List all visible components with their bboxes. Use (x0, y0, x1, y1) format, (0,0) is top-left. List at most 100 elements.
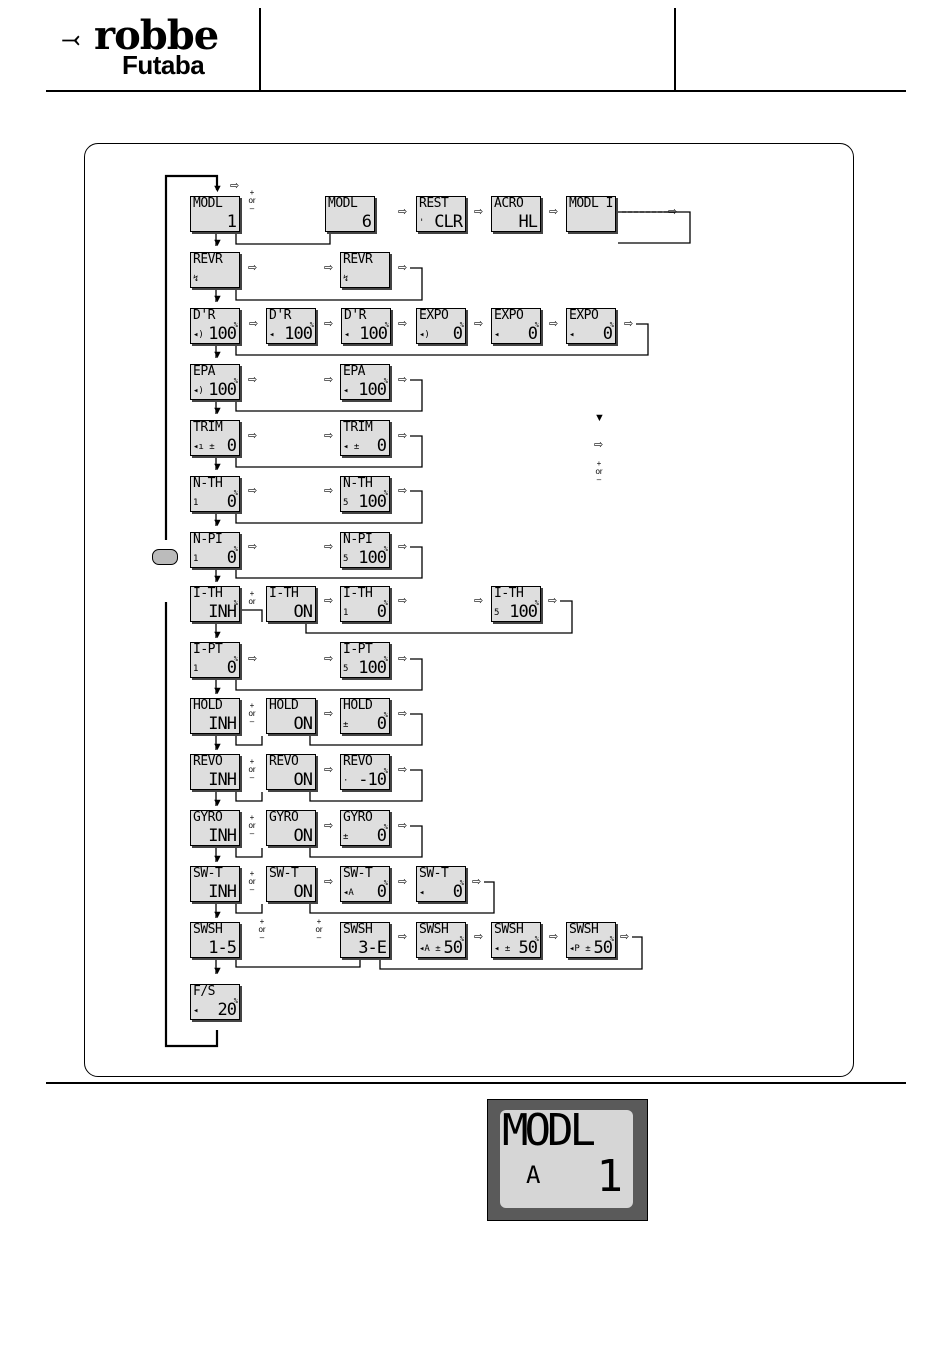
robbe-futaba-logo: ⤙ robbe Futaba (58, 12, 248, 80)
right-arrow-icon: ⇨ (624, 318, 634, 330)
lcd-swsh-4: SWSH◂ ±%50 (491, 922, 541, 958)
right-arrow-icon: ⇨ (472, 876, 482, 888)
lcd-trim-2: TRIM◂ ±0 (340, 420, 390, 456)
right-arrow-icon: ⇨ (324, 262, 334, 274)
lcd-epa-2: EPA◂%100 (340, 364, 390, 400)
right-arrow-icon: ⇨ (248, 262, 258, 274)
legend-down-arrow-icon: ▼ (594, 412, 605, 424)
right-arrow-icon: ⇨ (248, 374, 258, 386)
right-arrow-icon: ⇨ (398, 374, 408, 386)
menu-flow-diagram-panel (84, 143, 854, 1077)
down-arrow-icon: ▼ (212, 797, 223, 809)
lcd-swt-4: SW-T◂%0 (416, 866, 466, 902)
lcd-gyro-3: GYRO±%0 (340, 810, 390, 846)
plus-or-minus-indicator: +or– (248, 589, 256, 614)
right-arrow-icon: ⇨ (324, 820, 334, 832)
lcd-revr-1: REVR↯ (190, 252, 240, 288)
footer-rule (46, 1082, 906, 1084)
right-arrow-icon: ⇨ (398, 820, 408, 832)
lcd-ith-1: I-TH%INH (190, 586, 240, 622)
right-arrow-icon: ⇨ (398, 206, 408, 218)
down-arrow-icon: ▼ (212, 853, 223, 865)
down-arrow-icon: ▼ (212, 237, 223, 249)
header-divider-2 (674, 8, 676, 90)
down-arrow-icon: ▼ (212, 349, 223, 361)
brand-bottom: Futaba (122, 50, 205, 80)
plus-or-minus-indicator: +or– (248, 813, 256, 838)
down-arrow-icon: ▼ (212, 461, 223, 473)
large-lcd-title: MODL (502, 1105, 596, 1156)
down-arrow-icon: ▼ (212, 685, 223, 697)
lcd-swsh-5: SWSH◂P ±%50 (566, 922, 616, 958)
right-arrow-icon: ⇨ (324, 708, 334, 720)
lcd-expo-3: EXPO◂%0 (566, 308, 616, 344)
right-arrow-icon: ⇨ (248, 430, 258, 442)
right-arrow-icon: ⇨ (474, 206, 484, 218)
right-arrow-icon: ⇨ (398, 595, 408, 607)
large-lcd-sub: A (526, 1161, 541, 1189)
right-arrow-icon: ⇨ (324, 595, 334, 607)
right-arrow-icon: ⇨ (324, 764, 334, 776)
plus-or-minus-indicator: +or– (248, 188, 256, 213)
brand-top: robbe (94, 12, 219, 59)
right-arrow-icon: ⇨ (474, 595, 484, 607)
lcd-rest-clr: REST'CLR (416, 196, 466, 232)
right-arrow-icon: ⇨ (230, 180, 240, 192)
down-arrow-icon: ▼ (212, 293, 223, 305)
down-arrow-icon: ▼ (212, 629, 223, 641)
lcd-dr-3: D'R◂%100 (341, 308, 391, 344)
right-arrow-icon: ⇨ (398, 485, 408, 497)
down-arrow-icon: ▼ (212, 573, 223, 585)
plus-or-minus-indicator: +or– (248, 701, 256, 726)
right-arrow-icon: ⇨ (398, 876, 408, 888)
lcd-revr-2: REVR↯ (340, 252, 390, 288)
down-arrow-icon: ▼ (212, 405, 223, 417)
lcd-model-name: MODL I (566, 196, 616, 232)
lcd-swt-3: SW-T◂A%0 (340, 866, 390, 902)
right-arrow-icon: ⇨ (248, 485, 258, 497)
right-arrow-icon: ⇨ (398, 430, 408, 442)
right-arrow-icon: ⇨ (248, 541, 258, 553)
right-arrow-icon: ⇨ (548, 595, 558, 607)
right-arrow-icon: ⇨ (324, 318, 334, 330)
right-arrow-icon: ⇨ (324, 374, 334, 386)
right-arrow-icon: ⇨ (324, 876, 334, 888)
down-arrow-icon: ▼ (212, 965, 223, 977)
right-arrow-icon: ⇨ (398, 262, 408, 274)
legend-right-arrow-icon: ⇨ (594, 439, 604, 451)
right-arrow-icon: ⇨ (324, 485, 334, 497)
mode-key-button (152, 549, 178, 565)
right-arrow-icon: ⇨ (324, 653, 334, 665)
plus-or-minus-indicator: +or– (248, 869, 256, 894)
down-arrow-icon: ▼ (212, 183, 223, 195)
right-arrow-icon: ⇨ (248, 653, 258, 665)
right-arrow-icon: ⇨ (324, 430, 334, 442)
lcd-hold-3: HOLD±%0 (340, 698, 390, 734)
header-divider-1 (259, 8, 261, 90)
right-arrow-icon: ⇨ (398, 653, 408, 665)
right-arrow-icon: ⇨ (549, 931, 559, 943)
down-arrow-icon: ▼ (212, 517, 223, 529)
right-arrow-icon: ⇨ (398, 764, 408, 776)
down-arrow-icon: ▼ (212, 741, 223, 753)
